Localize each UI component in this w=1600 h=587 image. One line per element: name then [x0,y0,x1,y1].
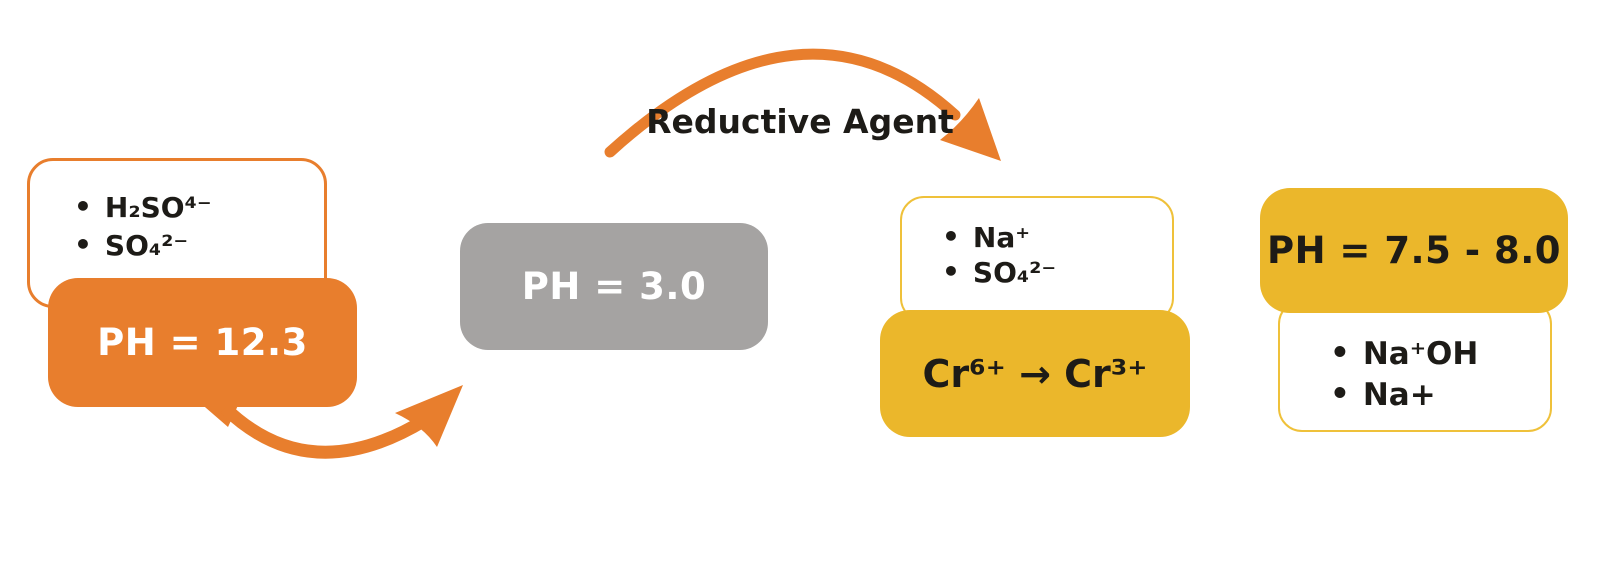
list-item: • Na+ [1330,375,1540,416]
ph-value-label: PH = 3.0 [521,265,707,308]
list-item: • H₂SO⁴⁻ [74,189,314,227]
chemical-formula-naoh: Na⁺OH [1362,336,1479,372]
arrow-curve [220,403,429,459]
arrowhead-icon [395,385,463,447]
stage1-ph-box: PH = 12.3 [48,278,357,407]
arrow-curve [604,48,961,158]
arrowhead-icon [940,98,1001,161]
stage3-reaction-box: Cr⁶⁺ → Cr³⁺ [880,310,1190,437]
bullet-icon: • [1330,335,1350,371]
chromium-reduction-label: Cr⁶⁺ → Cr³⁺ [922,351,1148,396]
reductive-agent-label: Reductive Agent [646,102,954,141]
list-item: • SO₄²⁻ [74,227,314,265]
list-item: • Na⁺OH [1330,334,1540,375]
chemical-formula-h2so4: H₂SO⁴⁻ [104,191,212,224]
ph-value-label: PH = 7.5 - 8.0 [1266,229,1562,272]
stage4-ph-box: PH = 7.5 - 8.0 [1260,188,1568,313]
chemical-formula-na: Na+ [1362,377,1436,413]
ph-value-label: PH = 12.3 [97,321,308,364]
chemical-formula-na: Na⁺ [972,221,1031,254]
bullet-icon: • [1330,376,1350,412]
list-item: • Na⁺ [942,220,1162,255]
bullet-icon: • [942,220,960,253]
bullet-icon: • [74,228,92,261]
list-item: • SO₄²⁻ [942,255,1162,290]
chemical-formula-so4: SO₄²⁻ [972,256,1057,289]
reductive-agent-arrow [604,48,1001,161]
stage2-ph-box: PH = 3.0 [460,223,768,350]
bullet-icon: • [74,190,92,223]
curved-arrow-stage1-to-stage2 [198,385,463,459]
chemical-formula-so4: SO₄²⁻ [104,229,189,262]
stage4-chemicals-box: • Na⁺OH • Na+ [1278,300,1552,432]
stage3-chemicals-box: • Na⁺ • SO₄²⁻ [900,196,1174,322]
bullet-icon: • [942,255,960,288]
